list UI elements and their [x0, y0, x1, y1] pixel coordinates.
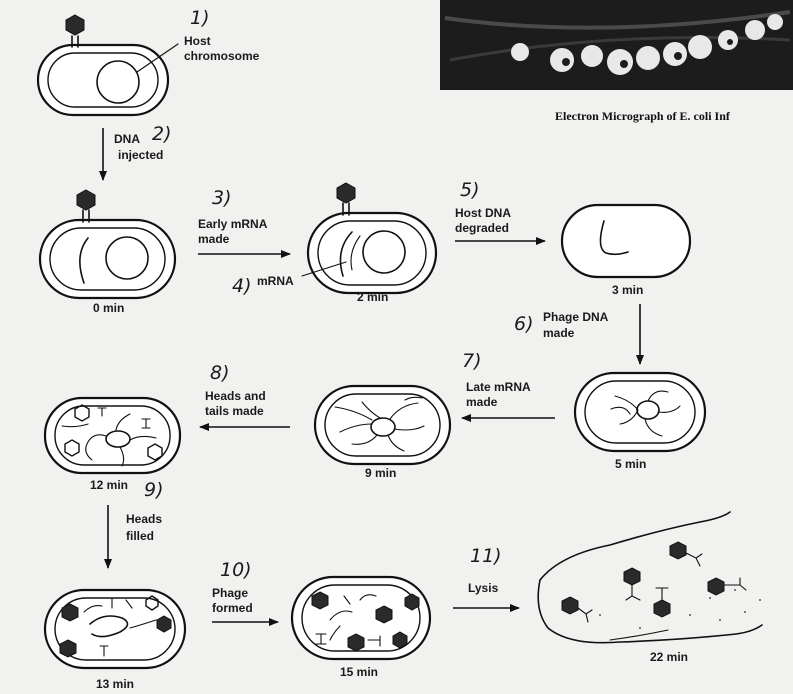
label-early-mrna: Early mRNA	[198, 217, 268, 231]
time-15-min: 15 min	[340, 665, 378, 679]
label-filled: filled	[126, 529, 154, 543]
time-13-min: 13 min	[96, 677, 134, 691]
step-number-10: 10)	[220, 559, 252, 581]
label-host: Host	[184, 34, 211, 48]
step-number-7: 7)	[462, 350, 482, 372]
step-number-11: 11)	[470, 545, 502, 567]
step-number-2: 2)	[152, 123, 172, 145]
step-number-4: 4)	[232, 275, 252, 297]
cell-13-min	[43, 588, 187, 670]
label-injected: injected	[118, 148, 163, 162]
time-9-min: 9 min	[365, 466, 396, 480]
label-host-dna: Host DNA	[455, 206, 511, 220]
cell-5-min	[573, 371, 707, 453]
step-number-3: 3)	[212, 187, 232, 209]
time-2-min: 2 min	[357, 290, 388, 304]
time-0-min: 0 min	[93, 301, 124, 315]
label-tails-made: tails made	[205, 404, 264, 418]
micrograph-caption: Electron Micrograph of E. coli Inf	[555, 109, 731, 123]
label-phage-dna: Phage DNA	[543, 310, 609, 324]
label-late-made: made	[466, 395, 498, 409]
electron-micrograph-image	[440, 0, 793, 90]
time-5-min: 5 min	[615, 457, 646, 471]
cell-9-min	[313, 384, 452, 466]
cell-2-min	[301, 182, 438, 295]
label-degraded: degraded	[455, 221, 509, 235]
time-3-min: 3 min	[612, 283, 643, 297]
cell-3-min	[560, 203, 692, 279]
label-early-made: made	[198, 232, 230, 246]
label-chromosome: chromosome	[184, 49, 260, 63]
label-heads: Heads	[126, 512, 162, 526]
cell-0-min	[38, 189, 177, 300]
step-number-8: 8)	[210, 362, 230, 384]
label-mrna: mRNA	[257, 274, 294, 288]
step-number-6: 6)	[514, 313, 534, 335]
label-phage: Phage	[212, 586, 248, 600]
label-late-mrna: Late mRNA	[466, 380, 531, 394]
label-lysis: Lysis	[468, 581, 499, 595]
time-22-min: 22 min	[650, 650, 688, 664]
step-number-1: 1)	[190, 7, 210, 29]
cell-12-min	[43, 396, 182, 475]
step-number-5: 5)	[460, 179, 480, 201]
label-formed: formed	[212, 601, 253, 615]
step-number-9: 9)	[144, 479, 164, 501]
label-heads-and: Heads and	[205, 389, 266, 403]
cell-15-min	[290, 575, 432, 661]
label-phage-dna-made: made	[543, 326, 575, 340]
label-dna: DNA	[114, 132, 140, 146]
cell-initial	[36, 14, 179, 117]
cell-22-min-lysed	[537, 511, 763, 644]
time-12-min: 12 min	[90, 478, 128, 492]
